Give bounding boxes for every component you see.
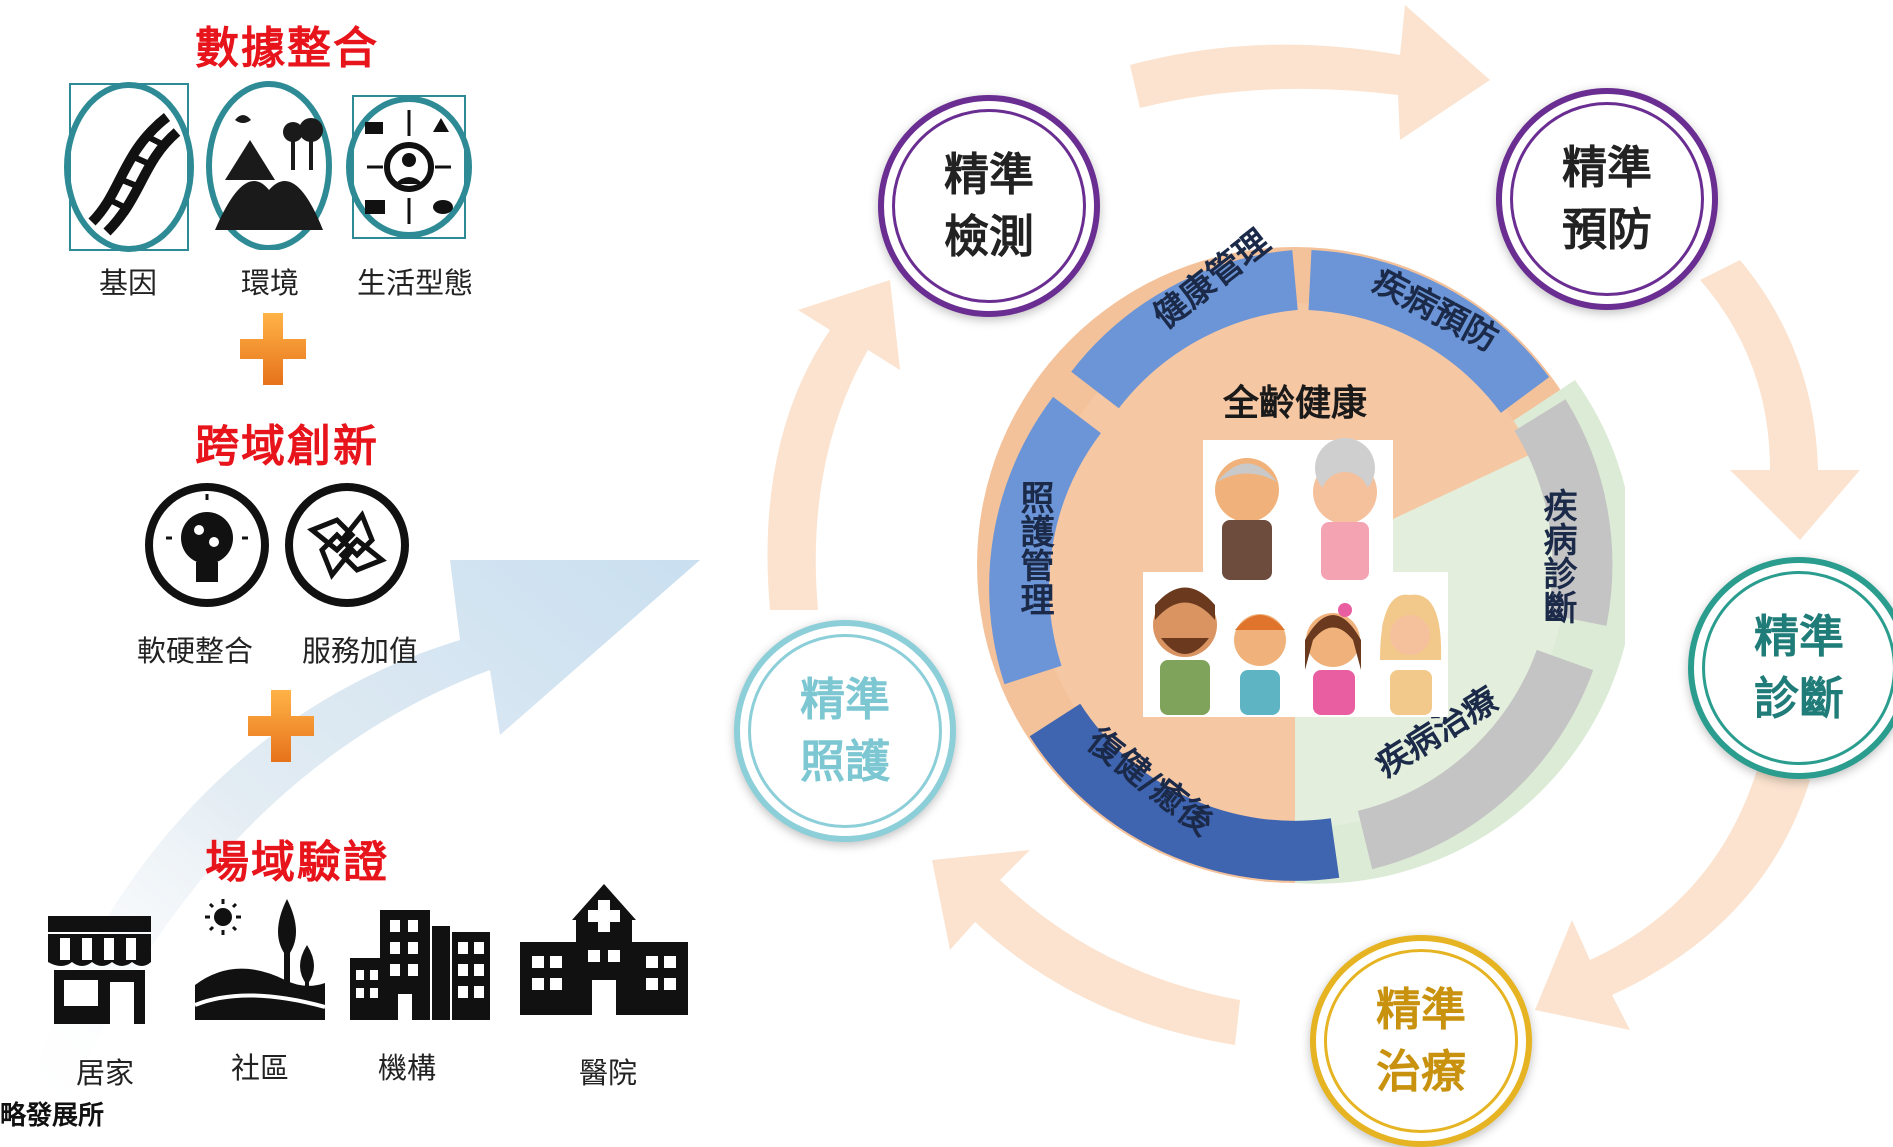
stage-precision-diagnosis[interactable]: 精準 診斷 <box>1688 557 1893 779</box>
stage-line2: 預防 <box>1561 203 1652 256</box>
stage-line1: 精準 <box>799 673 890 726</box>
buildings-icon <box>350 910 490 1020</box>
family-illustration <box>1143 438 1448 717</box>
stage-line1: 精準 <box>1561 141 1652 194</box>
footer-org-name: 略發展所 <box>0 1101 105 1131</box>
dna-icon <box>64 82 194 252</box>
label-hospital: 醫院 <box>578 1056 637 1090</box>
label-institution: 機構 <box>377 1051 436 1085</box>
ring-label-disease-diagnosis: 疾病診斷 <box>1537 488 1577 624</box>
flow-arrow <box>20 560 700 1120</box>
label-lifestyle: 生活型態 <box>356 266 473 300</box>
section-title-data-integration: 數據整合 <box>195 23 379 74</box>
label-service-value: 服務加值 <box>301 634 418 668</box>
plus-icon <box>248 690 314 762</box>
label-gene: 基因 <box>98 266 157 300</box>
stage-line2: 照護 <box>799 735 890 788</box>
plus-icon <box>240 313 306 385</box>
home-icon <box>48 916 151 1024</box>
stage-line2: 診斷 <box>1753 672 1844 725</box>
label-environment: 環境 <box>240 266 299 300</box>
section-title-field-validation: 場域驗證 <box>205 837 389 888</box>
stage-line2: 治療 <box>1375 1045 1466 1098</box>
stage-precision-detection[interactable]: 精準 檢測 <box>878 95 1100 317</box>
stage-line1: 精準 <box>1375 983 1466 1036</box>
health-cycle-diagram: 健康管理 疾病預防 疾病治療 復健/癒後 全齡健康 <box>977 222 1625 884</box>
stage-line1: 精準 <box>943 148 1034 201</box>
stage-precision-care[interactable]: 精準 照護 <box>734 620 956 842</box>
label-hw-sw-integration: 軟硬整合 <box>136 634 253 668</box>
label-home: 居家 <box>75 1056 134 1090</box>
center-title: 全齡健康 <box>1222 382 1367 424</box>
ring-label-care-management: 照護管理 <box>1014 480 1054 616</box>
lightbulb-icon <box>145 483 269 607</box>
hospital-icon <box>520 884 688 1015</box>
stage-line1: 精準 <box>1753 610 1844 663</box>
stage-precision-prevention[interactable]: 精準 預防 <box>1496 88 1718 310</box>
label-community: 社區 <box>230 1051 289 1085</box>
section-title-cross-domain: 跨域創新 <box>195 421 379 472</box>
stage-line2: 檢測 <box>943 210 1034 263</box>
lifestyle-icon <box>346 95 472 239</box>
community-icon <box>195 899 325 1020</box>
stage-precision-treatment[interactable]: 精準 治療 <box>1310 935 1532 1147</box>
environment-icon <box>206 81 332 250</box>
handshake-icon <box>285 483 409 607</box>
cycle-arrows <box>767 5 1860 1045</box>
